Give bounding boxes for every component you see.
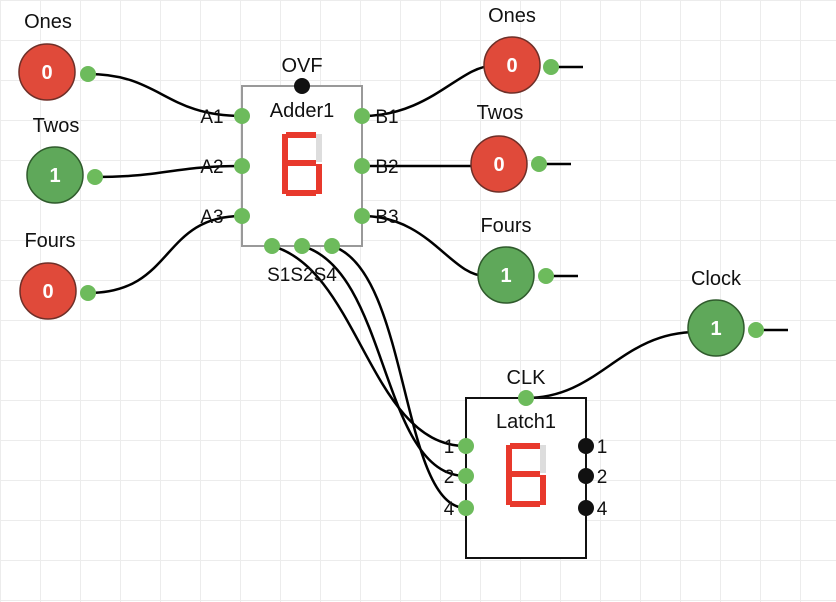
input-twos-label: Twos xyxy=(33,115,80,137)
latch-seven-segment-display xyxy=(506,443,546,507)
output-ones[interactable]: Ones 0 xyxy=(483,5,559,94)
latch-out-pin-4[interactable] xyxy=(578,500,594,516)
wire-fours-to-a3 xyxy=(87,214,243,295)
output-fours-value: 1 xyxy=(500,265,511,287)
latch-segment-e xyxy=(506,475,512,505)
clock-label: Clock xyxy=(691,268,742,290)
output-ones-connector[interactable] xyxy=(543,59,559,75)
input-ones[interactable]: Ones 0 xyxy=(18,11,96,101)
input-ones-switch[interactable] xyxy=(18,43,76,101)
adder-segment-a xyxy=(286,132,316,138)
adder-name: Adder1 xyxy=(270,100,335,122)
output-twos-light[interactable] xyxy=(470,135,528,193)
adder-pin-b1[interactable] xyxy=(354,108,370,124)
latch-name: Latch1 xyxy=(496,411,556,433)
output-fours[interactable]: Fours 1 xyxy=(477,215,554,304)
adder-pin-a3[interactable] xyxy=(234,208,250,224)
adder-segment-g xyxy=(286,160,316,166)
latch-in-pin-1[interactable] xyxy=(458,438,474,454)
adder-pin-label-b1: B1 xyxy=(375,107,398,128)
adder-segment-d xyxy=(286,190,316,196)
input-twos-value: 1 xyxy=(49,165,60,187)
latch-segment-f xyxy=(506,445,512,475)
latch-segment-d xyxy=(510,501,540,507)
input-fours-switch[interactable] xyxy=(19,262,77,320)
input-fours-connector[interactable] xyxy=(80,285,96,301)
adder-segment-b-off xyxy=(316,134,322,162)
clock-value: 1 xyxy=(710,318,721,340)
input-fours-label: Fours xyxy=(24,230,75,252)
latch-in-label-2: 2 xyxy=(444,467,455,488)
adder-pin-s1[interactable] xyxy=(264,238,280,254)
clock-switch[interactable] xyxy=(687,299,745,357)
latch-out-pin-1[interactable] xyxy=(578,438,594,454)
adder-pin-b2[interactable] xyxy=(354,158,370,174)
input-ones-value: 0 xyxy=(41,62,52,84)
adder-pin-label-b2: B2 xyxy=(375,157,398,178)
adder-pin-label-a3: A3 xyxy=(200,207,223,228)
latch-in-pin-2[interactable] xyxy=(458,468,474,484)
adder-pin-b3[interactable] xyxy=(354,208,370,224)
latch-component[interactable]: CLK Latch1 1 2 4 1 2 4 xyxy=(444,367,608,559)
latch-out-label-4: 4 xyxy=(597,499,608,520)
latch-segment-b-off xyxy=(540,445,546,473)
adder-pin-label-b3: B3 xyxy=(375,207,398,228)
adder-pin-a1[interactable] xyxy=(234,108,250,124)
latch-out-pin-2[interactable] xyxy=(578,468,594,484)
wire-b1-to-ones xyxy=(361,64,493,118)
adder-ovf-pin[interactable] xyxy=(294,78,310,94)
latch-segment-c xyxy=(540,475,546,505)
latch-in-pin-4[interactable] xyxy=(458,500,474,516)
adder-segment-e xyxy=(282,164,288,194)
output-ones-value: 0 xyxy=(506,55,517,77)
output-twos-value: 0 xyxy=(493,154,504,176)
input-twos-connector[interactable] xyxy=(87,169,103,185)
latch-segment-g xyxy=(510,471,540,477)
output-twos[interactable]: Twos 0 xyxy=(470,102,547,193)
output-twos-connector[interactable] xyxy=(531,156,547,172)
latch-out-label-1: 1 xyxy=(597,437,608,458)
adder-pin-label-a2: A2 xyxy=(200,157,223,178)
latch-box[interactable] xyxy=(465,397,587,559)
wire-ones-to-a1 xyxy=(87,72,243,118)
output-ones-light[interactable] xyxy=(483,36,541,94)
adder-pin-s4[interactable] xyxy=(324,238,340,254)
latch-clk-label: CLK xyxy=(507,367,547,389)
input-twos-switch[interactable] xyxy=(26,146,84,204)
latch-out-label-2: 2 xyxy=(597,467,608,488)
adder-sum-pins-label: S1S2S4 xyxy=(267,265,337,286)
output-fours-light[interactable] xyxy=(477,246,535,304)
clock-connector[interactable] xyxy=(748,322,764,338)
wire-s1-to-latch1 xyxy=(271,244,467,448)
adder-seven-segment-display xyxy=(282,132,322,196)
input-ones-connector[interactable] xyxy=(80,66,96,82)
output-twos-label: Twos xyxy=(477,102,524,124)
latch-segment-a xyxy=(510,443,540,449)
clock-input[interactable]: Clock 1 xyxy=(687,268,764,357)
input-fours[interactable]: Fours 0 xyxy=(19,230,96,320)
adder-segment-c xyxy=(316,164,322,194)
adder-segment-f xyxy=(282,134,288,164)
wire-s4-to-latch4 xyxy=(331,244,467,510)
wire-clock-to-clk xyxy=(525,330,698,400)
adder-pin-s2[interactable] xyxy=(294,238,310,254)
output-fours-connector[interactable] xyxy=(538,268,554,284)
input-fours-value: 0 xyxy=(42,281,53,303)
input-ones-label: Ones xyxy=(24,11,72,33)
adder-pin-label-a1: A1 xyxy=(200,107,223,128)
adder-component[interactable]: OVF Adder1 A1 A2 A3 B1 B2 B3 S1S2S4 xyxy=(200,55,398,286)
wires xyxy=(87,64,788,510)
latch-in-label-4: 4 xyxy=(444,499,455,520)
adder-ovf-label: OVF xyxy=(281,55,322,77)
output-fours-label: Fours xyxy=(480,215,531,237)
wire-b3-to-fours xyxy=(361,214,487,278)
latch-clk-pin[interactable] xyxy=(518,390,534,406)
adder-pin-a2[interactable] xyxy=(234,158,250,174)
output-ones-label: Ones xyxy=(488,5,536,27)
input-twos[interactable]: Twos 1 xyxy=(26,115,103,204)
latch-in-label-1: 1 xyxy=(444,437,455,458)
wire-twos-to-a2 xyxy=(94,164,243,179)
wire-s2-to-latch2 xyxy=(301,244,467,478)
